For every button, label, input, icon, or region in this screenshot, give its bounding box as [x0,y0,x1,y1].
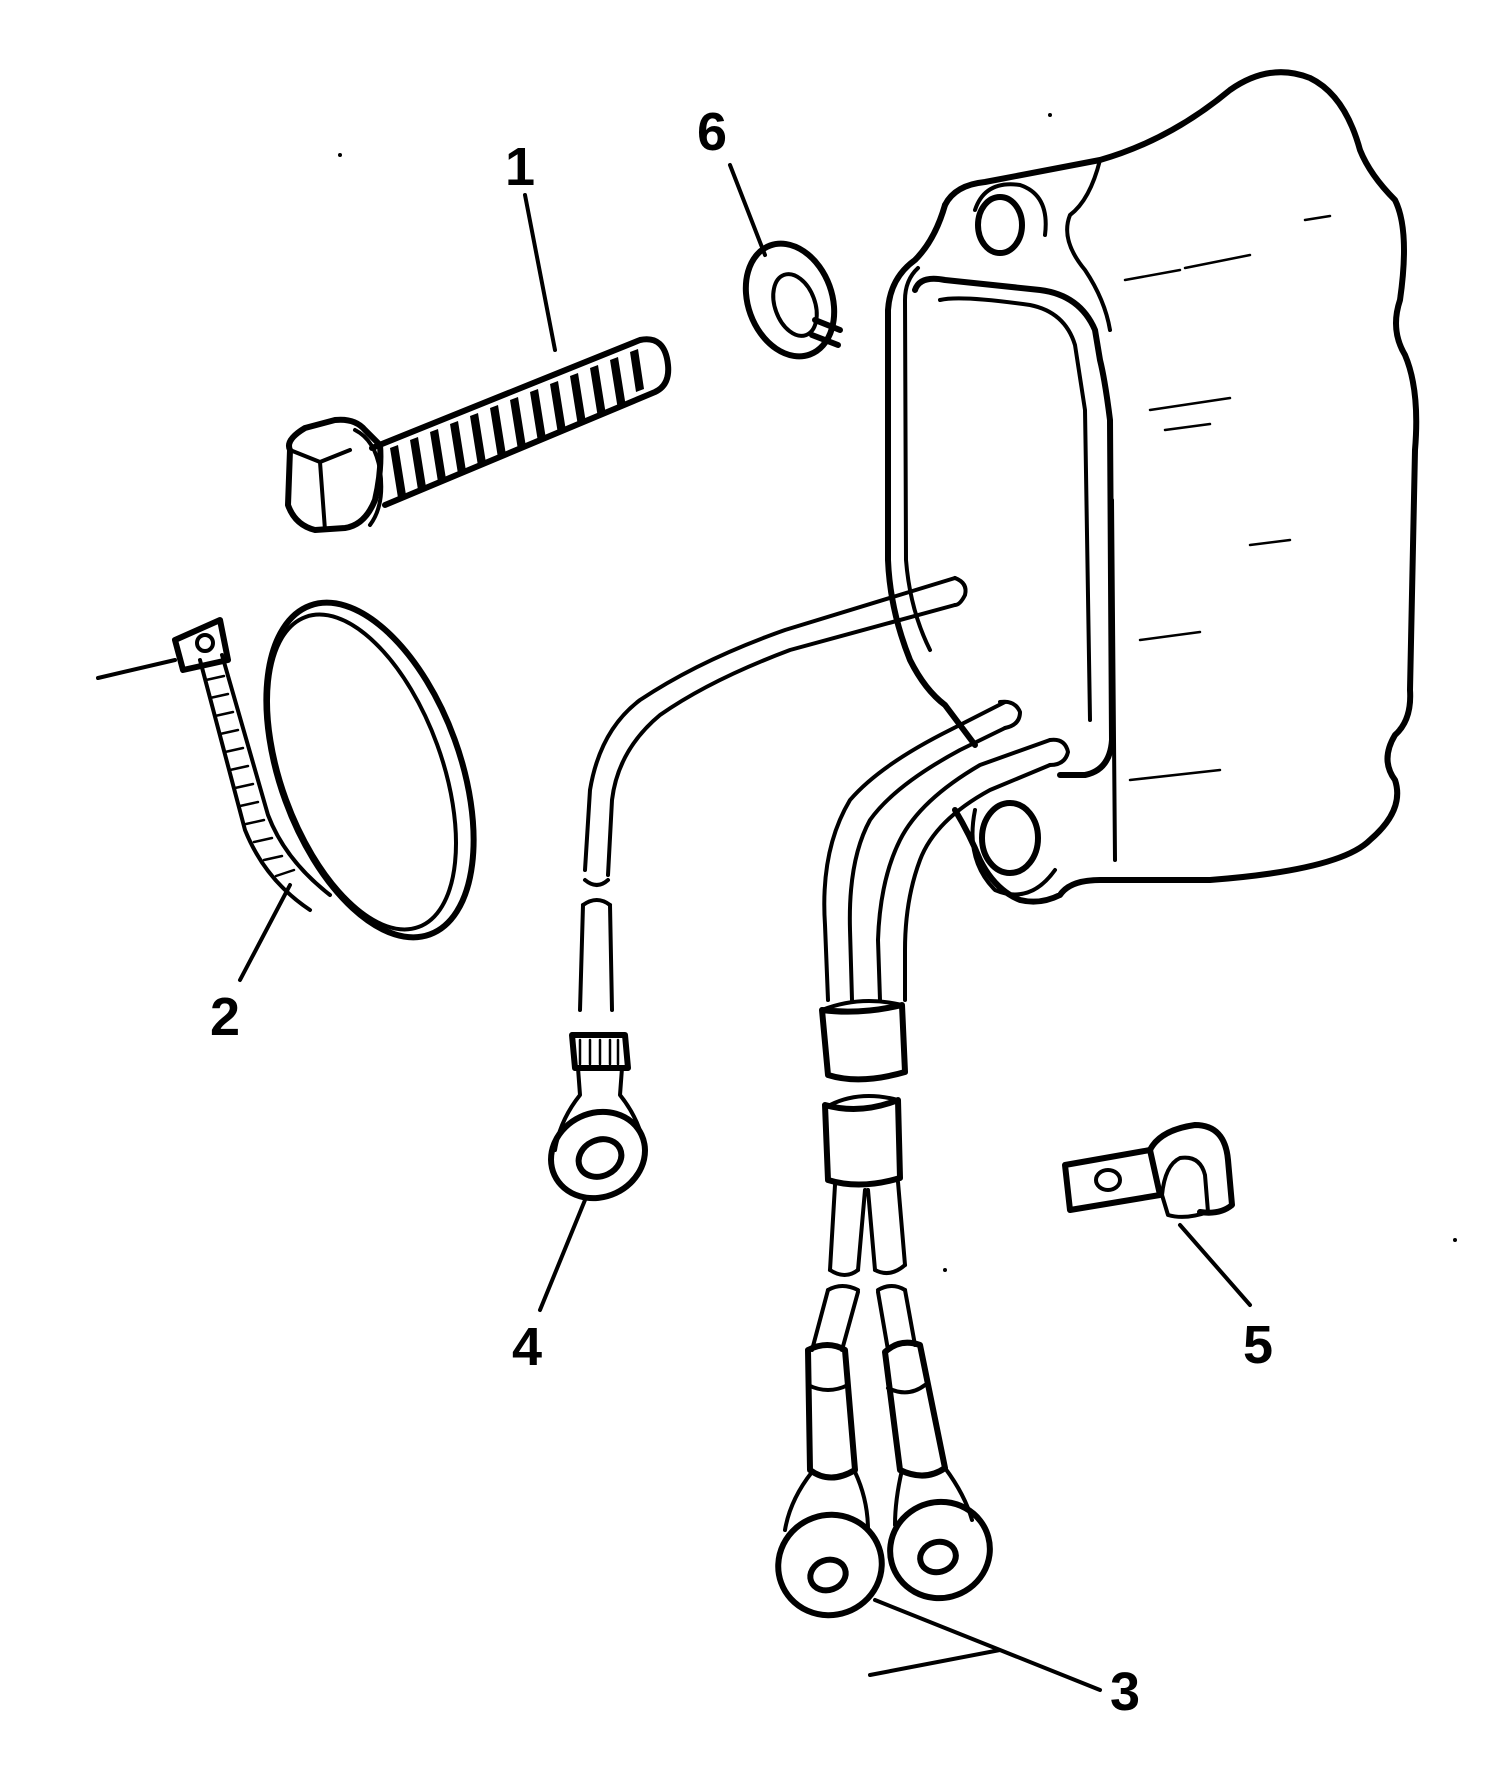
leader-line-1 [523,193,557,352]
callout-numbers: 1 2 3 4 5 6 [210,102,1273,1722]
scan-specks [338,113,1457,1272]
callout-5: 5 [1243,1315,1273,1375]
callout-2: 2 [210,987,240,1047]
leader-line-4 [538,1198,587,1312]
callout-3: 3 [1110,1662,1140,1722]
cable-tie-strap [96,599,477,941]
callout-1: 1 [505,137,535,197]
leader-lines [238,163,1252,1692]
single-ground-lead [578,576,968,1012]
cable-clamp [1062,1122,1235,1219]
leader-line-2 [238,883,292,982]
callout-6: 6 [697,102,727,162]
callout-4: 4 [512,1317,542,1377]
lock-washer [742,240,843,360]
ground-lead-ring-terminal [548,1032,648,1202]
leader-line-6 [728,163,767,257]
twin-lead-bundle [805,699,1070,1481]
leader-line-3 [868,1598,1102,1692]
bolt [285,336,672,533]
module-housing [885,69,1420,905]
leader-line-5 [1178,1223,1252,1307]
ring-terminal-leads [775,1466,993,1619]
